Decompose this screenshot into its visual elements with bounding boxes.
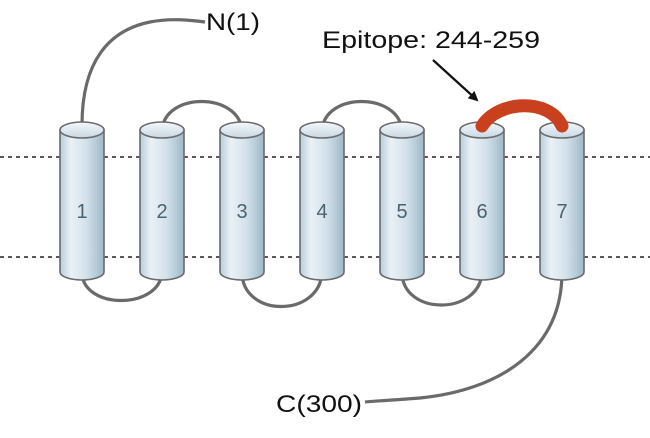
n-terminal-tail xyxy=(80,18,206,126)
helix-number-label: 1 xyxy=(76,201,87,223)
helix-cap xyxy=(379,121,425,139)
helix-body xyxy=(139,129,185,281)
helix-5: 5 xyxy=(379,121,425,281)
helix-number-label: 4 xyxy=(316,201,327,223)
helix-body xyxy=(299,129,345,281)
helix-cap xyxy=(299,121,345,139)
loop-2-3 xyxy=(160,100,244,131)
helix-7: 7 xyxy=(539,121,585,281)
loop-3-4 xyxy=(240,271,324,309)
helix-1: 1 xyxy=(59,121,105,281)
helix-2: 2 xyxy=(139,121,185,281)
helix-body xyxy=(219,129,265,281)
helix-6: 6 xyxy=(459,121,505,281)
n-terminus-label: N(1) xyxy=(206,9,260,36)
epitope-arrow xyxy=(432,59,479,102)
c-terminal-tail xyxy=(364,271,564,404)
loop-5-6 xyxy=(400,271,484,307)
helix-number-label: 5 xyxy=(396,201,407,223)
helix-body xyxy=(379,129,425,281)
helix-body xyxy=(539,129,585,281)
helix-cap xyxy=(139,121,185,139)
helix-body xyxy=(59,129,105,281)
helix-number-label: 3 xyxy=(236,201,247,223)
helix-cap xyxy=(59,121,105,139)
epitope-loop xyxy=(475,99,569,133)
helix-body xyxy=(459,129,505,281)
loops xyxy=(80,18,564,404)
c-terminus-label: C(300) xyxy=(276,391,362,418)
helix-3: 3 xyxy=(219,121,265,281)
epitope-label: Epitope: 244-259 xyxy=(322,27,540,54)
helices: 1 2 3 4 5 6 7 xyxy=(59,121,585,281)
helix-4: 4 xyxy=(299,121,345,281)
helix-cap xyxy=(219,121,265,139)
loop-1-2 xyxy=(80,271,164,302)
helix-number-label: 6 xyxy=(476,201,487,223)
helix-number-label: 7 xyxy=(556,201,567,223)
loop-4-5 xyxy=(320,100,404,131)
helix-number-label: 2 xyxy=(156,201,167,223)
